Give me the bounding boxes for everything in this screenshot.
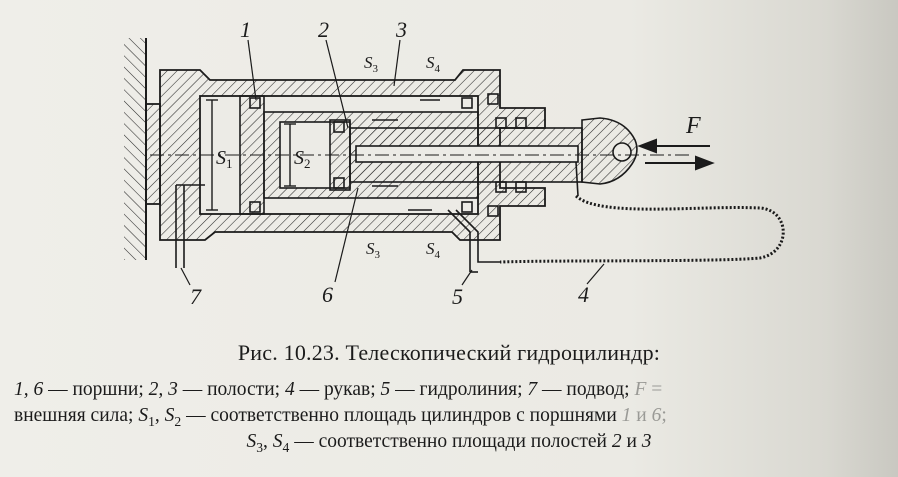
label-s3-top: S3 <box>364 53 379 75</box>
supply-lines <box>175 184 500 273</box>
caption-line-2: внешняя сила; S1, S2 — соответственно пл… <box>14 405 667 429</box>
force-arrows <box>637 138 715 171</box>
label-s4-bottom: S4 <box>426 239 441 261</box>
label-s3-bottom: S3 <box>366 239 381 261</box>
callout-5: 5 <box>452 284 463 309</box>
callout-7: 7 <box>190 284 202 309</box>
callout-3: 3 <box>395 17 407 42</box>
callout-2: 2 <box>318 17 329 42</box>
telescopic-cylinder-diagram: 1 2 3 6 7 5 4 F S1 S2 S3 S4 S3 S4 <box>124 17 785 309</box>
callout-4: 4 <box>578 282 589 307</box>
hose-4 <box>499 194 785 264</box>
label-s1: S1 <box>216 147 233 171</box>
figure-caption-title: Рис. 10.23. Телескопический гидроцилиндр… <box>237 340 661 365</box>
caption-line-3: S3, S4 — соответственно площади полостей… <box>246 431 652 455</box>
leader-lines <box>180 39 605 286</box>
caption-line-1: 1, 6 — поршни; 2, 3 — полости; 4 — рукав… <box>14 379 663 400</box>
wall <box>124 38 147 260</box>
callout-1: 1 <box>240 17 251 42</box>
callout-6: 6 <box>322 282 333 307</box>
label-s4-top: S4 <box>426 53 441 75</box>
force-label: F <box>685 113 701 139</box>
label-s2: S2 <box>294 147 311 171</box>
area-markers <box>206 99 440 211</box>
